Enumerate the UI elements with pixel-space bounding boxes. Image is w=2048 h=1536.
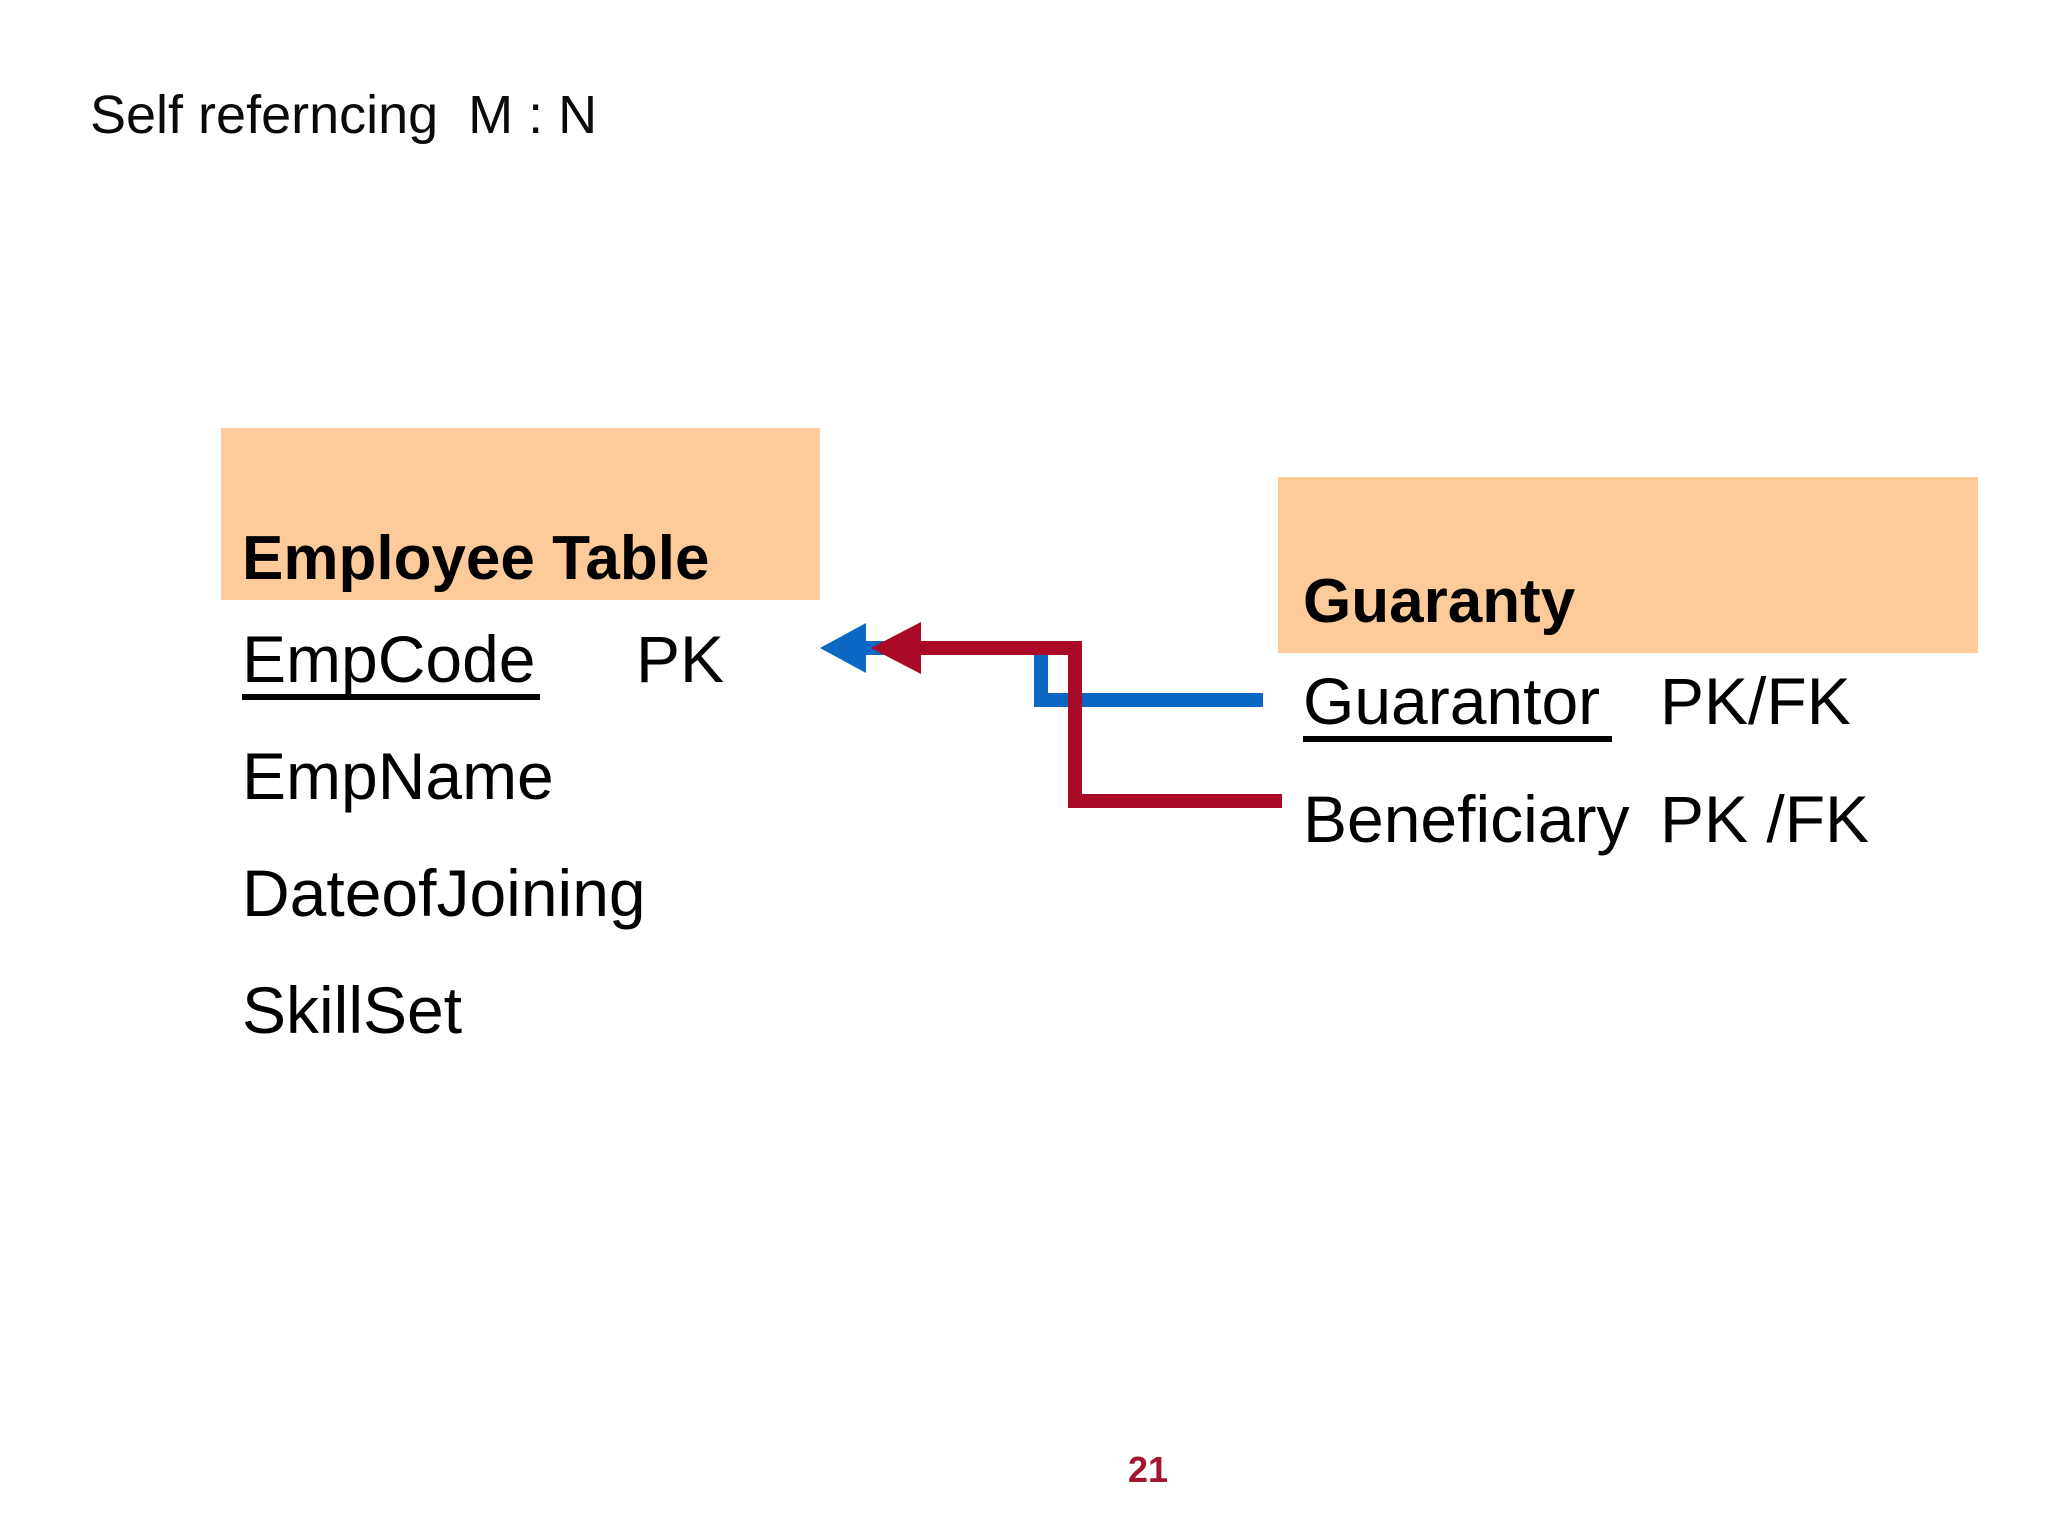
employee-field-empcode: EmpCode (242, 626, 540, 700)
beneficiary-connector-top-segment (916, 641, 1082, 655)
page-number: 21 (1128, 1449, 1169, 1490)
guarantor-connector-right-segment (1041, 693, 1263, 707)
employee-field-dateofjoining: DateofJoining (242, 856, 646, 930)
guaranty-field-guarantor-label: Guarantor (1303, 668, 1613, 742)
employee-table-header-box: Employee Table (221, 428, 820, 600)
guaranty-field-beneficiary: Beneficiary (1303, 782, 1630, 856)
guaranty-table-title: Guaranty (1303, 567, 1576, 636)
guaranty-field-guarantor-key: PK/FK (1660, 664, 1851, 738)
guaranty-field-guarantor: Guarantor (1303, 668, 1613, 742)
beneficiary-connector-vertical-segment (1068, 641, 1082, 808)
guarantor-connector-arrowhead-icon (820, 623, 866, 673)
guarantor-connector-vertical-segment (1034, 648, 1048, 707)
employee-field-skillset: SkillSet (242, 973, 463, 1047)
employee-field-empname: EmpName (242, 739, 554, 813)
beneficiary-connector-arrowhead-icon (871, 622, 921, 674)
employee-field-empcode-key: PK (636, 622, 725, 696)
employee-field-empcode-label: EmpCode (242, 626, 540, 700)
slide-title: Self referncing M : N (90, 85, 598, 145)
beneficiary-connector-bottom-segment (1068, 794, 1282, 808)
guaranty-table-header-box: Guaranty (1278, 477, 1978, 653)
guaranty-field-beneficiary-key: PK /FK (1660, 782, 1870, 856)
employee-table-title: Employee Table (242, 524, 710, 593)
